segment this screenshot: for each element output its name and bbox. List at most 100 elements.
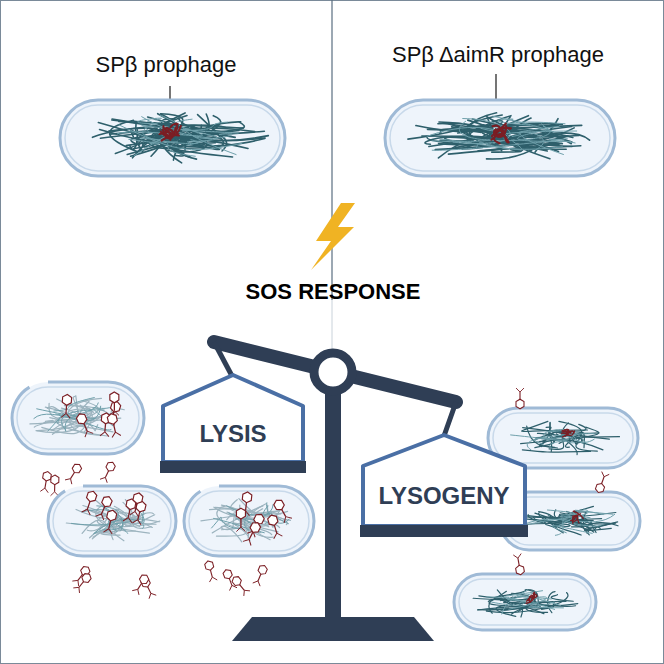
phage [247,512,265,537]
phage [132,500,146,525]
phage [61,394,72,418]
dna-strand [493,125,500,127]
dna-strand [443,117,538,137]
bacterium [184,486,314,596]
phage [110,392,119,415]
pan-base [160,461,306,473]
cell-membrane [390,105,610,171]
phage [267,514,282,539]
dna-strand [178,125,217,142]
dna-strand [493,116,554,132]
phage [222,568,237,590]
dna-strand [562,430,569,432]
panel-title: SPβ prophage [0,52,332,78]
dna-strand [561,519,603,527]
dna-strand [158,114,196,141]
dna-strand [176,124,177,131]
dna-strand [572,431,594,442]
dna-strand [212,517,240,529]
bacteria [12,100,640,630]
dna-strand [496,606,516,617]
dna-strand [140,138,195,156]
dna-strand [565,431,574,436]
dna-strand [160,115,236,154]
dna-strand [571,514,581,521]
pan-base [360,525,528,537]
divider-faint [332,300,333,356]
bacterium [385,100,615,176]
dna-strand [137,118,161,124]
dna-strand [34,420,53,427]
dna-strand [227,505,274,516]
dna-strand [512,126,559,136]
cell-membrane [17,387,139,449]
bacterium [60,100,285,176]
dna-strand [535,432,580,445]
phage [75,412,93,437]
cell-membrane [493,413,633,463]
dna-strand [42,412,92,433]
dna-strand [221,499,269,530]
cell-membrane [65,105,280,171]
dna-strand [432,138,568,150]
dna-strand [161,126,181,137]
dna-strand [163,128,174,135]
scale-pan: LYSOGENY [360,432,528,538]
dna-strand [109,521,128,534]
cell-wall [184,486,314,556]
bacterium [12,382,144,496]
lightning-bolt [311,203,355,270]
dna-strand [110,120,137,151]
phage [253,564,268,586]
dna-strand [555,424,586,433]
hanger [444,402,456,436]
phage [130,492,144,517]
dna-strand [94,519,144,534]
phage [243,521,262,546]
phage [40,471,51,493]
panel: SPβ prophage [0,0,332,300]
phage [73,572,92,593]
dna-strand [101,530,123,535]
divider [331,0,332,300]
dna-strand [487,597,524,605]
cell-membrane [189,491,309,551]
dna-strand [522,514,614,525]
panel: SPβ ΔaimR prophage [332,0,664,300]
cell-wall [385,100,615,176]
phage [82,490,98,515]
dna-strand [495,131,508,143]
pan-outline [363,435,525,526]
dna-strand [541,440,603,450]
scale-pan: LYSIS [160,372,306,474]
phage [51,475,59,496]
bacterium [454,574,596,630]
pivot [314,353,352,391]
phage [595,472,610,494]
pan-outline [163,375,303,462]
cell-wall [12,382,144,454]
phage [132,573,150,595]
dna-strand [54,398,94,411]
cell-membrane [53,491,171,551]
panel-title: SPβ ΔaimR prophage [332,42,664,68]
dna-strand [522,450,590,452]
dna-strand [34,414,111,430]
phage [231,575,250,596]
phage [100,461,116,483]
dna-strand [119,125,242,150]
dna-strand [178,116,221,129]
cell-wall [48,486,176,556]
phage [65,462,83,484]
cell-wall [454,574,596,630]
phage [103,509,117,534]
bacterium [48,486,176,599]
phage [107,413,121,438]
phage [106,400,122,425]
phage [204,560,217,582]
dna-strand [486,608,548,610]
cell-membrane [459,579,591,625]
phage [513,554,524,576]
